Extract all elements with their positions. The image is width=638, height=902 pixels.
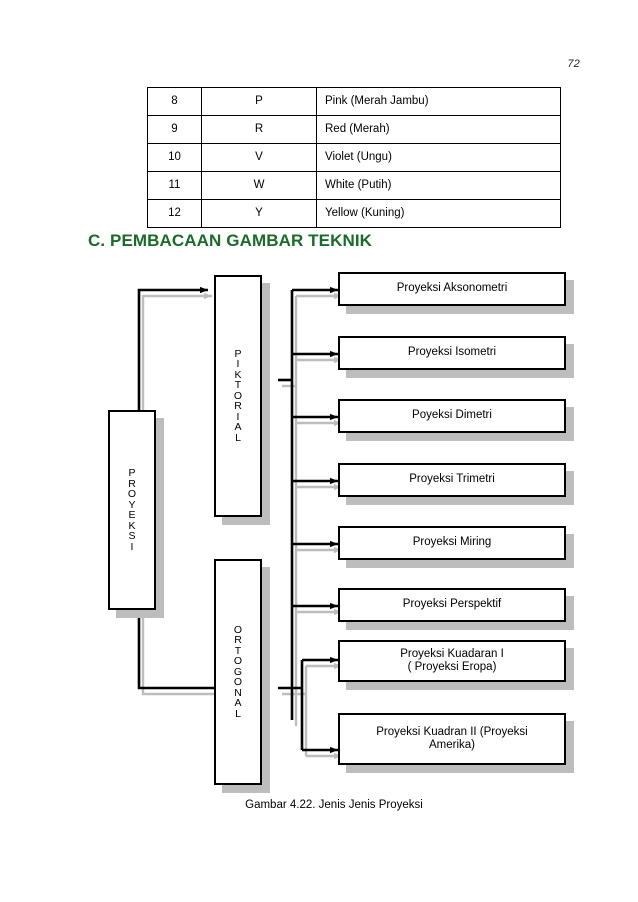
letter: I [236,410,240,423]
leaf-label: Proyeksi Perspektif [402,598,502,611]
leaf-box-perspektif: Proyeksi Perspektif [338,588,566,622]
leaf-label-line2: Amerika) [428,739,475,751]
cell-code: R [201,115,317,144]
leaf-box-isometri: Proyeksi Isometri [338,336,566,370]
letter: O [127,488,137,500]
table-row: 10 V Violet (Ungu) [147,143,561,172]
cell-number: 8 [147,87,202,116]
leaf-label: Poyeksi Dimetri [412,409,492,422]
cell-name: Red (Merah) [316,115,561,144]
proyeksi-root-box: P R O Y E K S I [108,410,156,610]
leaf-label-line1: Proyeksi Kuadaran I [400,647,504,660]
letter: L [235,707,241,720]
letter: A [234,421,242,434]
letter: A [234,697,242,710]
cell-code: Y [201,199,317,228]
table-row: 8 P Pink (Merah Jambu) [147,87,561,116]
letter: O [233,389,243,402]
leaf-box-aksonometri: Proyeksi Aksonometri [338,272,566,306]
leaf-label: Proyeksi Trimetri [409,473,495,486]
letter: R [234,400,242,413]
table-row: 9 R Red (Merah) [147,115,561,144]
letter: S [128,530,136,542]
letter: I [236,358,240,371]
ortogonal-branch-box: O R T O G O N A L [214,559,262,785]
leaf-box-kuadran-i: Proyeksi Kuadaran I ( Proyeksi Eropa) [338,640,566,682]
piktorial-branch-box: P I K T O R I A L [214,275,262,517]
letter: T [234,379,242,392]
color-code-table-body: 8 P Pink (Merah Jambu) 9 R Red (Merah) 1… [147,87,561,228]
cell-number: 9 [147,115,202,144]
figure-caption-text: Gambar 4.22. Jenis Jenis Proyeksi [245,799,423,811]
letter: R [128,477,136,490]
figure-caption: Gambar 4.22. Jenis Jenis Proyeksi [0,799,638,811]
cell-code: P [201,87,317,116]
letter: K [128,519,136,532]
leaf-box-kuadran-ii: Proyeksi Kuadran II (Proyeksi Amerika) [338,713,566,765]
table-row: 12 Y Yellow (Kuning) [147,199,561,228]
color-code-table: 8 P Pink (Merah Jambu) 9 R Red (Merah) 1… [147,87,561,228]
cell-number: 12 [147,199,202,228]
cell-name: Pink (Merah Jambu) [316,87,561,116]
letter: Y [128,498,136,511]
cell-number: 10 [147,143,202,172]
section-heading: C. PEMBACAAN GAMBAR TEKNIK [88,231,373,250]
page-number: 72 [567,58,580,70]
leaf-label: Proyeksi Isometri [407,346,497,359]
letter: K [234,368,242,381]
letter: P [234,347,242,360]
letter: P [128,467,136,479]
leaf-label-line2: ( Proyeksi Eropa) [407,661,497,673]
leaf-box-trimetri: Proyeksi Trimetri [338,463,566,497]
leaf-label: Proyeksi Aksonometri [396,282,508,295]
leaf-label-line1: Proyeksi Kuadran II (Proyeksi [376,725,528,738]
cell-code: W [201,171,317,200]
leaf-box-dimetri: Poyeksi Dimetri [338,399,566,433]
cell-name: Violet (Ungu) [316,143,561,172]
leaf-label: Proyeksi Miring [412,536,492,549]
cell-name: Yellow (Kuning) [316,199,561,228]
cell-number: 11 [147,171,202,200]
letter: L [235,431,241,444]
cell-name: White (Putih) [316,171,561,200]
table-row: 11 W White (Putih) [147,171,561,200]
letter: I [130,540,134,553]
letter: E [128,509,136,521]
cell-code: V [201,143,317,172]
leaf-box-miring: Proyeksi Miring [338,526,566,560]
